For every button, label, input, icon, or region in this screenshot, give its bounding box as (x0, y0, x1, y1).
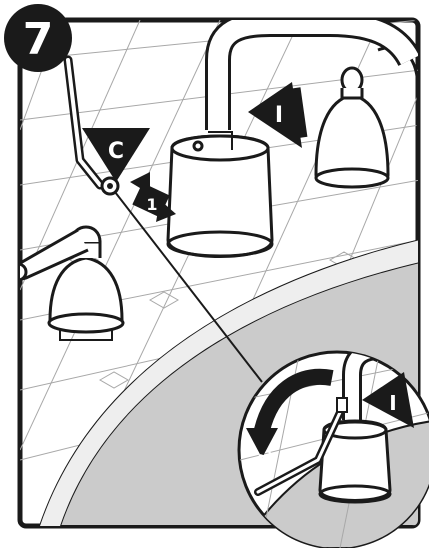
step-number: 7 (23, 14, 54, 65)
part-letter: C (108, 139, 124, 164)
spout-marker-label: I (275, 103, 283, 128)
detail-inset: 2 I (239, 350, 429, 548)
inset-spout-label: I (389, 391, 396, 415)
step-badge: 7 (4, 4, 72, 72)
step-1-label: 1 (146, 195, 157, 214)
